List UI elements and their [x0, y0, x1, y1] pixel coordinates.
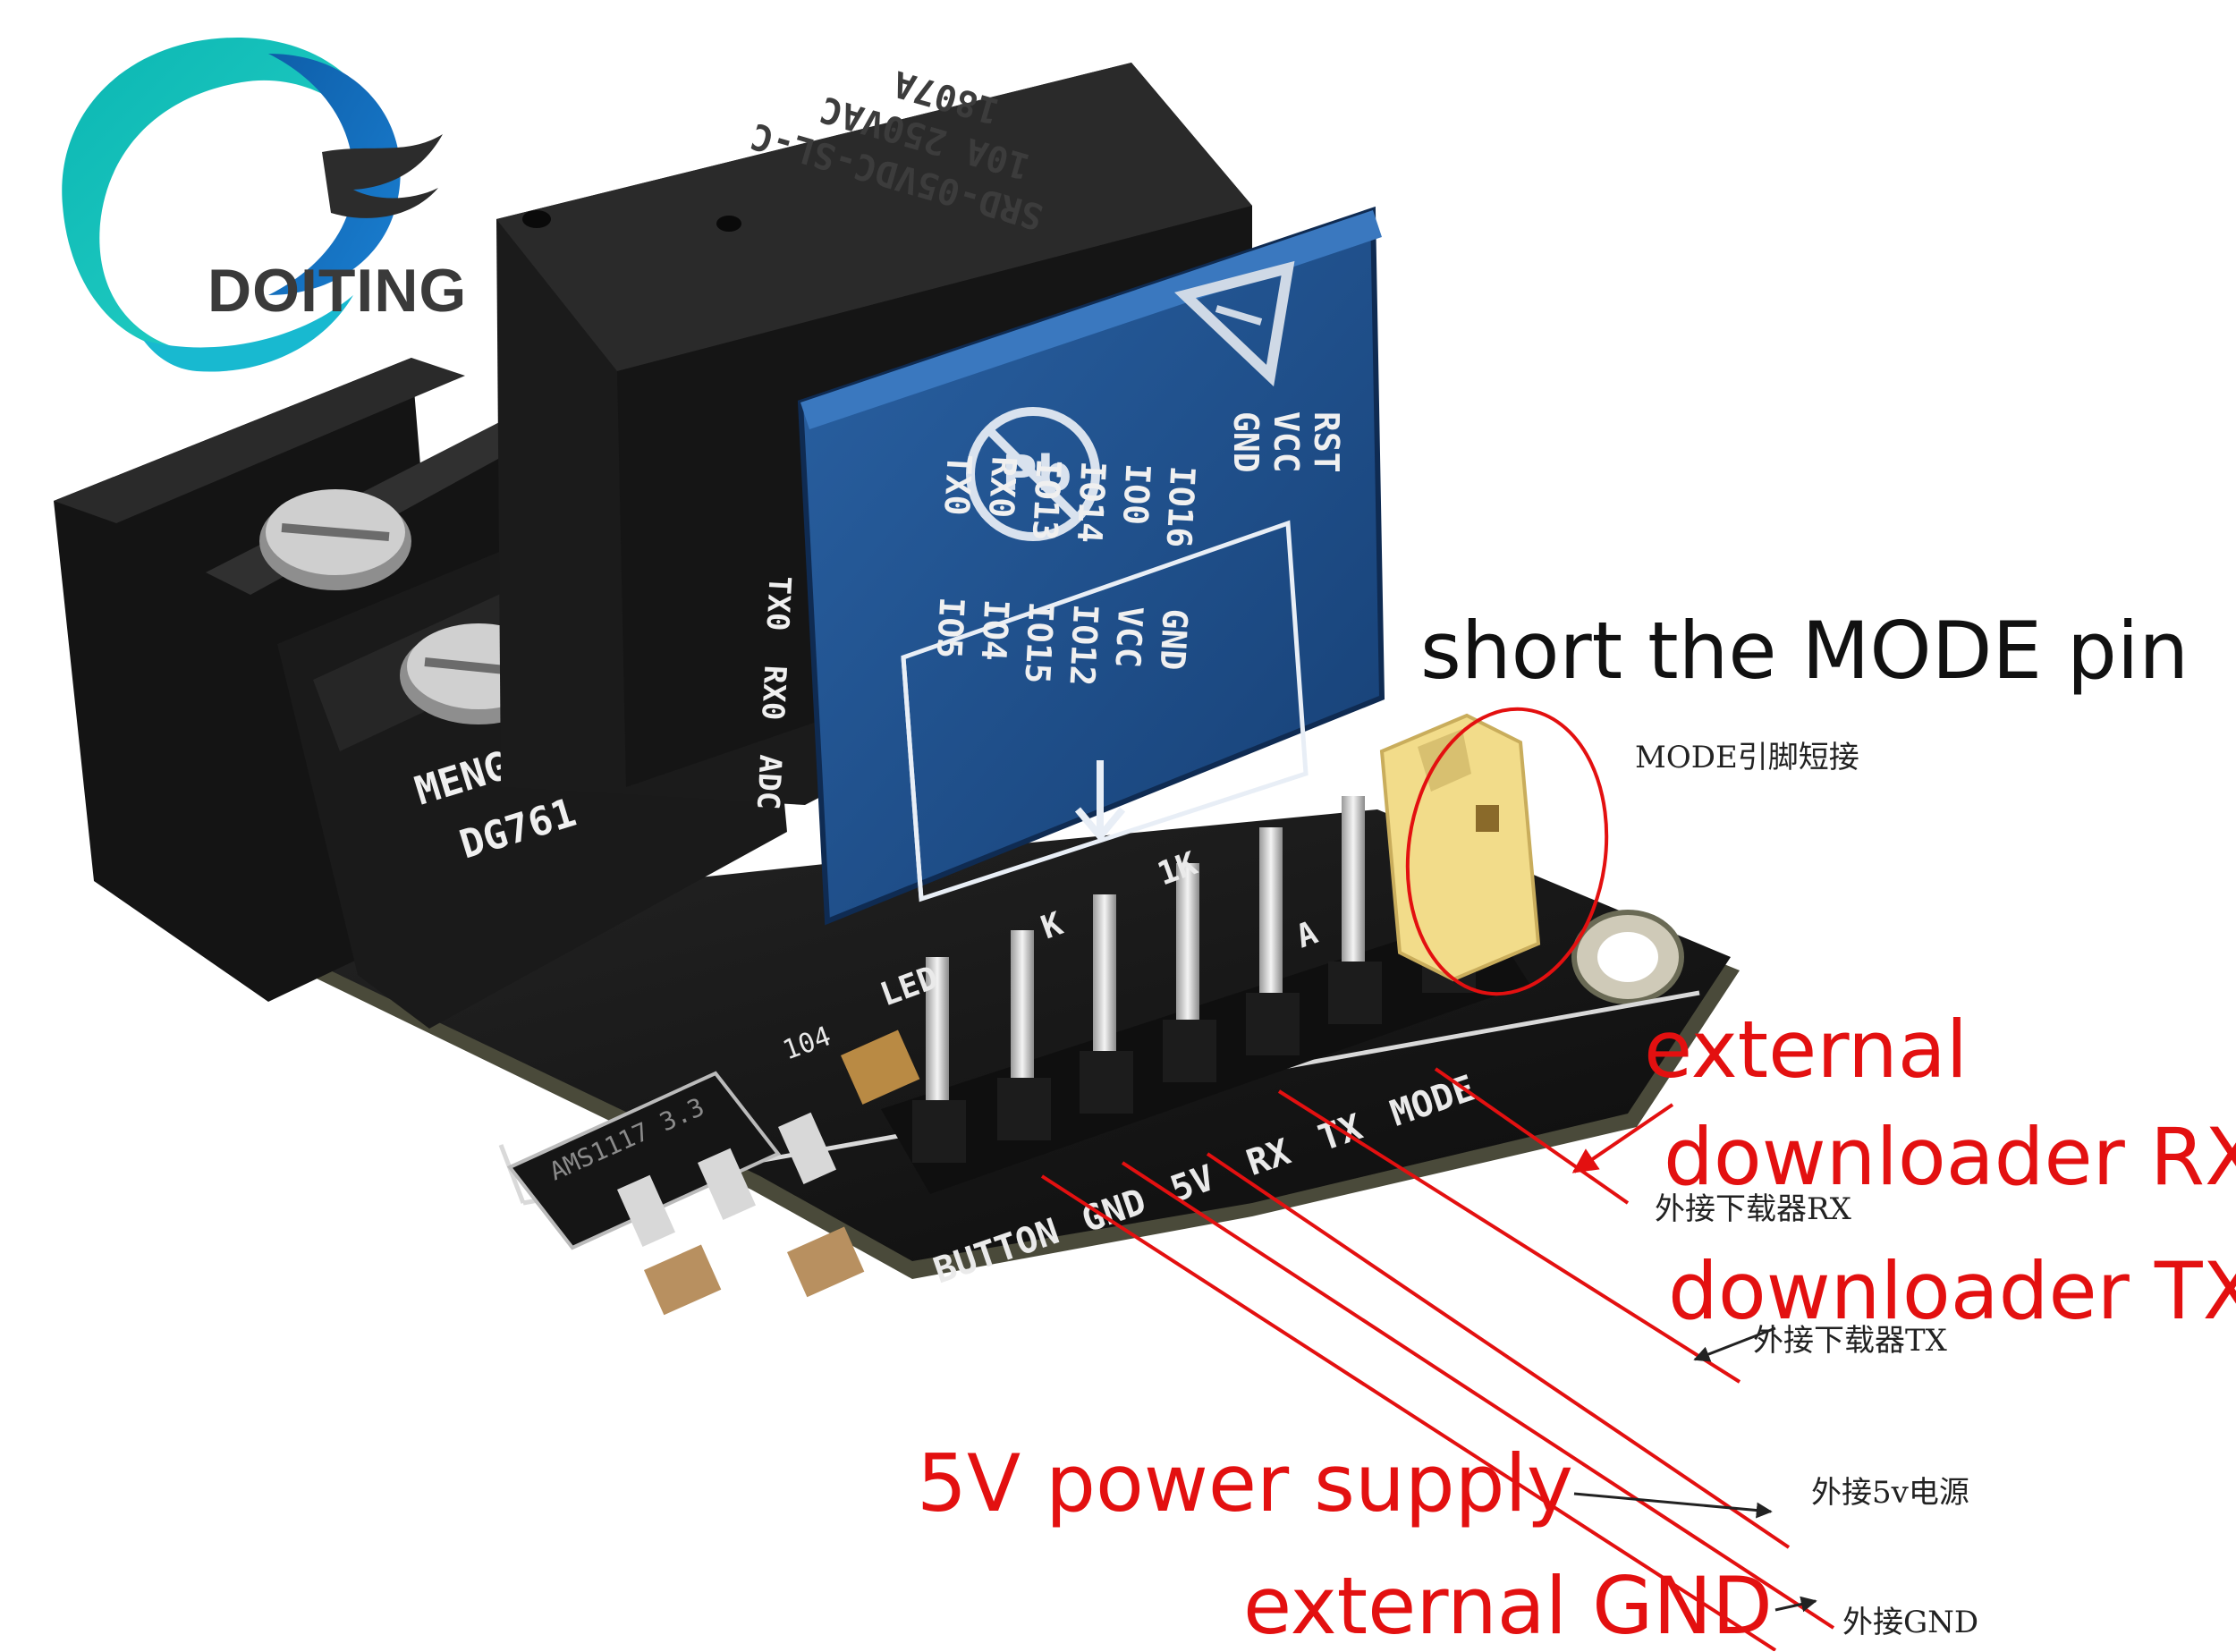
short-mode-label-en: short the MODE pin [1420, 605, 2189, 697]
module-grid-r4c2: IO15 [1017, 601, 1061, 685]
header-pin-6 [1328, 796, 1382, 1024]
short-mode-label-cn: MODE引脚短接 [1635, 740, 1859, 775]
rx-label-line1: external [1644, 1004, 1969, 1096]
module-grid-r5c1: RX0 [981, 455, 1024, 519]
leader-5v-arrow [1573, 1492, 1773, 1519]
module-grid-r3c1: IO14 [1070, 461, 1114, 545]
module-bottom-adc: ADC [750, 754, 788, 810]
module-grid-r4c1: IO13 [1025, 458, 1069, 542]
module-pin-rst: RST [1307, 411, 1346, 473]
arrow-down-icon [1074, 760, 1126, 843]
module-grid-r1c2: GND [1152, 608, 1195, 672]
header-pin-2 [997, 930, 1051, 1140]
leader-gnd [1121, 1161, 1835, 1630]
module-bottom-tx0: TX0 [758, 575, 797, 631]
leader-tx [1277, 1089, 1741, 1384]
module-bottom-rx0: RX0 [754, 665, 792, 721]
header-pin-1 [912, 957, 966, 1163]
gnd-label-cn: 外接GND [1842, 1605, 1979, 1640]
esp-module: Pb RST VCC GND IO16 GND IO0 VCC IO14 IO1… [750, 206, 1385, 926]
module-grid-r2c1: IO0 [1115, 462, 1158, 526]
logo-swoosh-teal [62, 37, 377, 352]
header-pin-5 [1246, 827, 1300, 1055]
leader-tx-cn-arrow [1693, 1326, 1776, 1362]
pin-header: LED K 1K A BUTTON GND 5V RX TX MODE [876, 796, 1529, 1292]
leader-gnd-arrow [1774, 1596, 1817, 1613]
leader-rx [1434, 1067, 1630, 1205]
rx-label-cn: 外接下载器RX [1655, 1191, 1851, 1227]
power-label-en: 5V power supply [917, 1437, 1573, 1529]
tx-label-en: downloader TX [1668, 1245, 2236, 1337]
esd-warning-icon [1174, 260, 1295, 387]
screw-head-1 [259, 489, 411, 590]
logo-swoosh-blue [268, 54, 401, 295]
rx-label-line2: downloader RX [1664, 1111, 2236, 1203]
leader-rx-arrow [1571, 1103, 1674, 1173]
mode-highlight-ellipse [1405, 707, 1609, 996]
module-grid-r6c2: IO5 [929, 596, 972, 659]
leader-5v [1206, 1152, 1791, 1549]
module-grid-r3c2: IO12 [1062, 603, 1105, 687]
leader-gnd-2 [1040, 1174, 1777, 1651]
header-pin-3 [1080, 894, 1133, 1114]
header-pin-4 [1163, 863, 1216, 1082]
power-label-cn: 外接5v电源 [1811, 1475, 1969, 1511]
module-grid-r6c1: TX0 [936, 453, 979, 517]
module-grid-r5c2: IO4 [974, 598, 1017, 662]
doiting-logo [62, 37, 443, 372]
doiting-logo-text: DOITING [208, 257, 468, 325]
logo-swoosh-lower [143, 295, 353, 372]
svg-text:Pb: Pb [1002, 445, 1071, 502]
gnd-label-en: external GND [1243, 1560, 1773, 1652]
module-grid-r2c2: VCC [1108, 606, 1151, 669]
module-pin-vcc: VCC [1266, 411, 1306, 473]
tx-label-cn: 外接下载器TX [1753, 1323, 1947, 1359]
pb-free-icon: Pb [966, 407, 1100, 541]
module-grid-r1c1: IO16 [1159, 465, 1203, 549]
voltage-regulator: AMS1117 3.3 104 [506, 1021, 920, 1316]
mode-jumper [1379, 713, 1541, 982]
logo-feather [322, 134, 443, 218]
annotation-lines [1040, 1067, 1835, 1651]
module-pin-gnd: GND [1226, 411, 1266, 473]
